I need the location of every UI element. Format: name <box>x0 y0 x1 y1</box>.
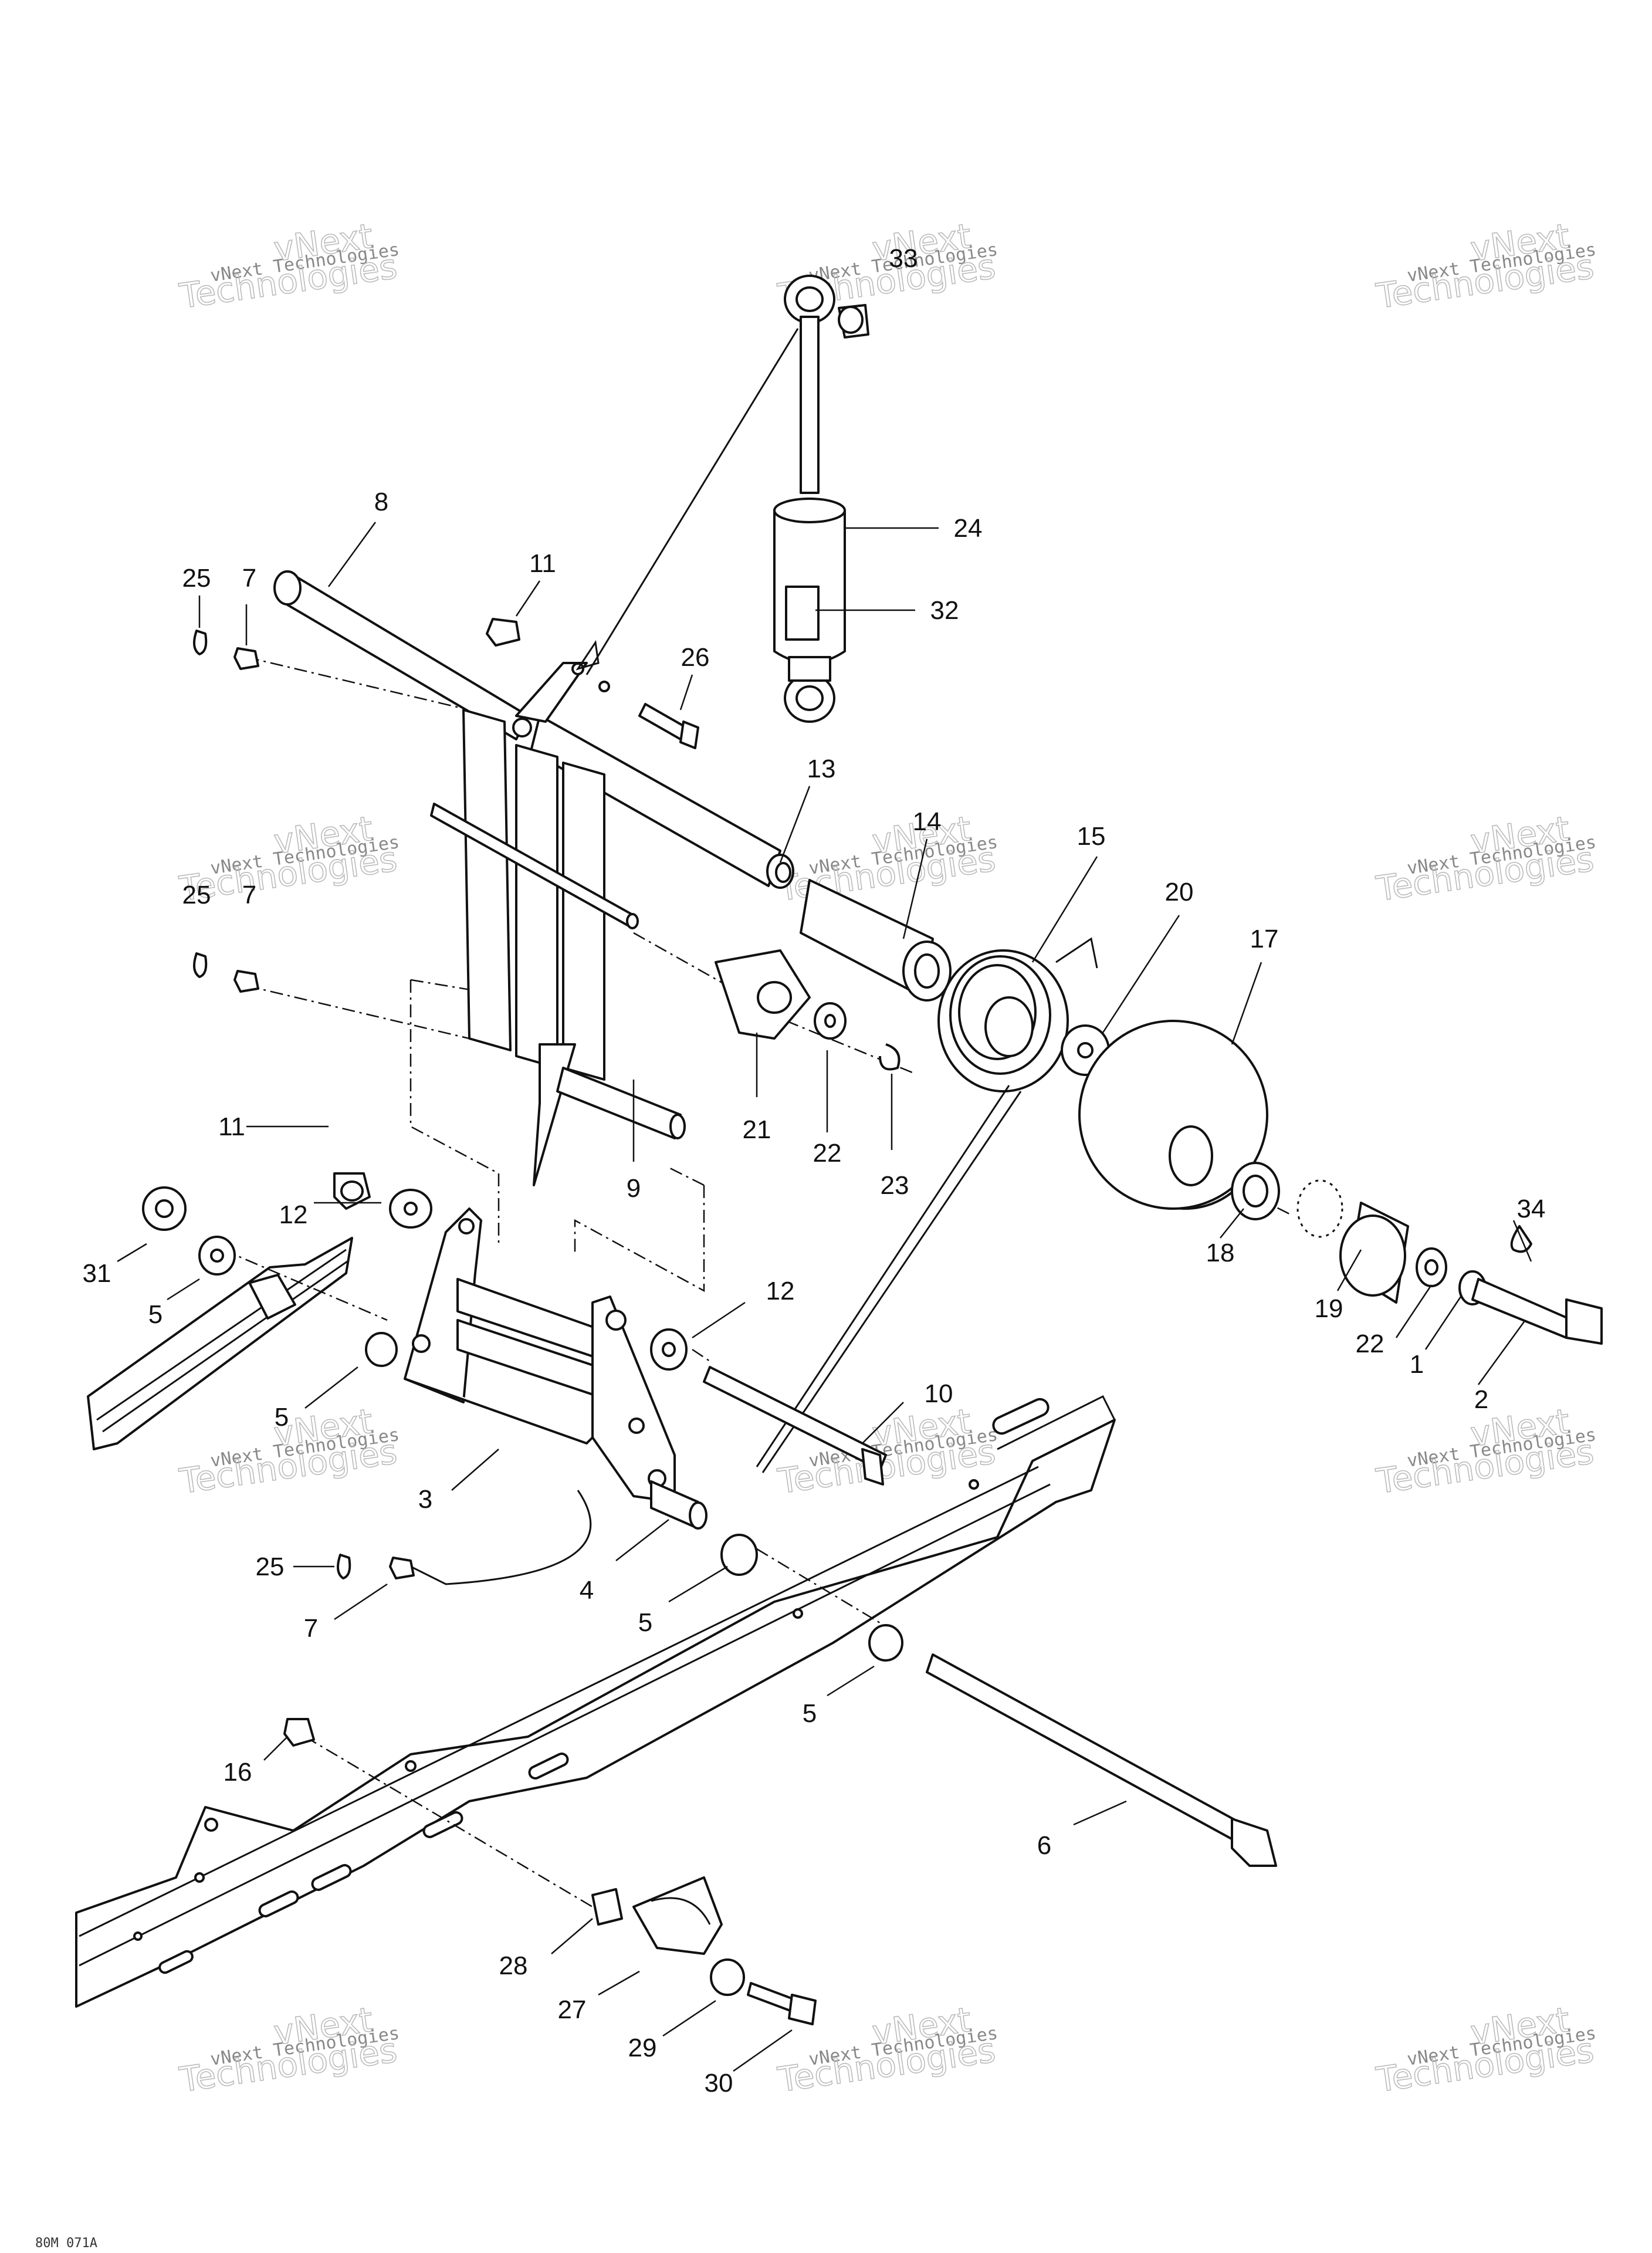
callout-34: 34 <box>1517 1195 1546 1223</box>
shock-absorber <box>576 275 869 723</box>
figure-code: 80M 071A <box>35 2236 97 2251</box>
callout-30: 30 <box>705 2069 733 2098</box>
callout-26: 26 <box>681 643 710 672</box>
pivot-arm-assembly <box>404 1207 707 1585</box>
callout-33: 33 <box>889 244 918 273</box>
callout-11: 11 <box>529 549 556 578</box>
idler-wheel-group <box>756 879 1603 1473</box>
callout-28: 28 <box>499 1951 528 1980</box>
leader-lines <box>117 522 1532 2072</box>
callout-25: 25 <box>182 564 211 593</box>
callout-27: 27 <box>558 1995 587 2024</box>
callout-20: 20 <box>1165 878 1194 906</box>
callout-13: 13 <box>807 755 836 783</box>
callout-23: 23 <box>881 1171 909 1200</box>
callout-1: 1 <box>1410 1350 1424 1379</box>
callout-5: 5 <box>148 1300 163 1329</box>
callout-11: 11 <box>218 1112 245 1141</box>
callout-labels: 33 8 24 25 7 11 32 26 13 14 15 20 17 25 … <box>83 244 1546 2098</box>
callout-14: 14 <box>913 807 942 836</box>
callout-31: 31 <box>83 1259 111 1288</box>
callout-22: 22 <box>813 1139 842 1168</box>
slide-rail-left <box>87 1237 353 1450</box>
slide-rail-right <box>75 1395 1116 2008</box>
callout-19: 19 <box>1315 1294 1343 1323</box>
hardware-group <box>142 618 1277 2025</box>
callout-15: 15 <box>1077 822 1106 851</box>
callout-17: 17 <box>1250 925 1279 953</box>
callout-29: 29 <box>628 2034 657 2062</box>
callout-16: 16 <box>224 1758 252 1787</box>
callout-8: 8 <box>374 488 388 516</box>
callout-5: 5 <box>275 1403 289 1432</box>
callout-7: 7 <box>242 564 256 593</box>
callout-32: 32 <box>930 596 959 625</box>
callout-25: 25 <box>256 1552 285 1581</box>
callout-2: 2 <box>1474 1385 1488 1414</box>
callout-25: 25 <box>182 881 211 909</box>
callout-22: 22 <box>1356 1330 1384 1358</box>
callout-6: 6 <box>1037 1831 1051 1860</box>
callout-18: 18 <box>1206 1239 1235 1267</box>
callout-7: 7 <box>304 1614 318 1643</box>
callout-12: 12 <box>279 1200 308 1229</box>
callout-21: 21 <box>743 1115 771 1144</box>
callout-3: 3 <box>418 1485 432 1514</box>
callout-5: 5 <box>803 1699 817 1728</box>
callout-4: 4 <box>580 1576 594 1605</box>
callout-9: 9 <box>627 1174 641 1203</box>
callout-7: 7 <box>242 881 256 909</box>
callout-5: 5 <box>638 1608 652 1637</box>
upper-arm-assembly <box>273 570 794 1186</box>
callout-24: 24 <box>954 514 983 543</box>
callout-10: 10 <box>925 1379 953 1408</box>
callout-12: 12 <box>766 1277 795 1305</box>
